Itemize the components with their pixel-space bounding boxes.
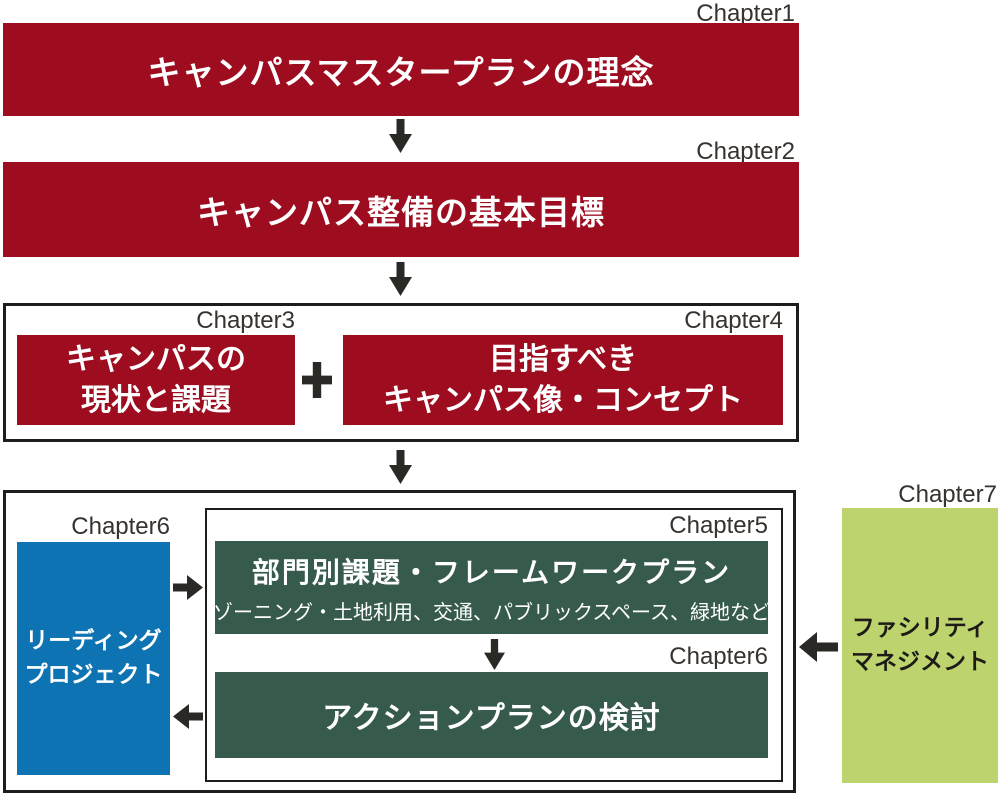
philosophy-box: キャンパスマスタープランの理念 — [3, 23, 799, 116]
facility-management-box: ファシリティ マネジメント — [842, 508, 998, 783]
left-arrow-icon — [799, 632, 838, 662]
leading-project-line1: リーディング — [25, 628, 162, 655]
chapter4-label: Chapter4 — [684, 307, 783, 334]
action-plan-title: アクションプランの検討 — [322, 701, 661, 736]
chapter2-label: Chapter2 — [696, 138, 795, 165]
down-arrow-icon — [389, 262, 412, 296]
target-vision-line2: キャンパス像・コンセプト — [383, 383, 743, 418]
philosophy-title: キャンパスマスタープランの理念 — [147, 52, 655, 92]
down-arrow-icon — [484, 639, 505, 670]
chapter1-label: Chapter1 — [696, 0, 795, 27]
right-arrow-icon — [173, 575, 203, 600]
framework-plan-box: 部門別課題・フレームワークプラン ゾーニング・土地利用、交通、パブリックスペース… — [213, 541, 770, 634]
basic-goals-title: キャンパス整備の基本目標 — [197, 192, 605, 232]
basic-goals-box: キャンパス整備の基本目標 — [3, 162, 799, 257]
chapter6-left-label: Chapter6 — [71, 513, 170, 540]
chapter7-label: Chapter7 — [898, 481, 997, 508]
leading-project-line2: プロジェクト — [24, 661, 163, 688]
framework-plan-title: 部門別課題・フレームワークプラン — [251, 555, 732, 589]
framework-plan-subtitle: ゾーニング・土地利用、交通、パブリックスペース、緑地など — [213, 599, 770, 624]
down-arrow-icon — [389, 119, 412, 153]
facility-management-line1: ファシリティ — [851, 615, 989, 642]
target-vision-line1: 目指すべき — [489, 341, 637, 377]
left-arrow-icon — [173, 704, 203, 729]
chapter5-label: Chapter5 — [669, 512, 768, 539]
facility-management-line2: マネジメント — [851, 648, 989, 675]
chapter3-label: Chapter3 — [196, 307, 295, 334]
down-arrow-icon — [389, 450, 412, 484]
action-plan-box: アクションプランの検討 — [215, 672, 768, 758]
target-vision-box: 目指すべき キャンパス像・コンセプト — [343, 335, 783, 425]
current-state-line2: 現状と課題 — [81, 383, 231, 418]
current-state-line1: キャンパスの — [66, 341, 246, 377]
leading-project-box: リーディング プロジェクト — [17, 542, 170, 775]
chapter6-inner-label: Chapter6 — [669, 643, 768, 670]
current-state-box: キャンパスの 現状と課題 — [17, 335, 295, 425]
